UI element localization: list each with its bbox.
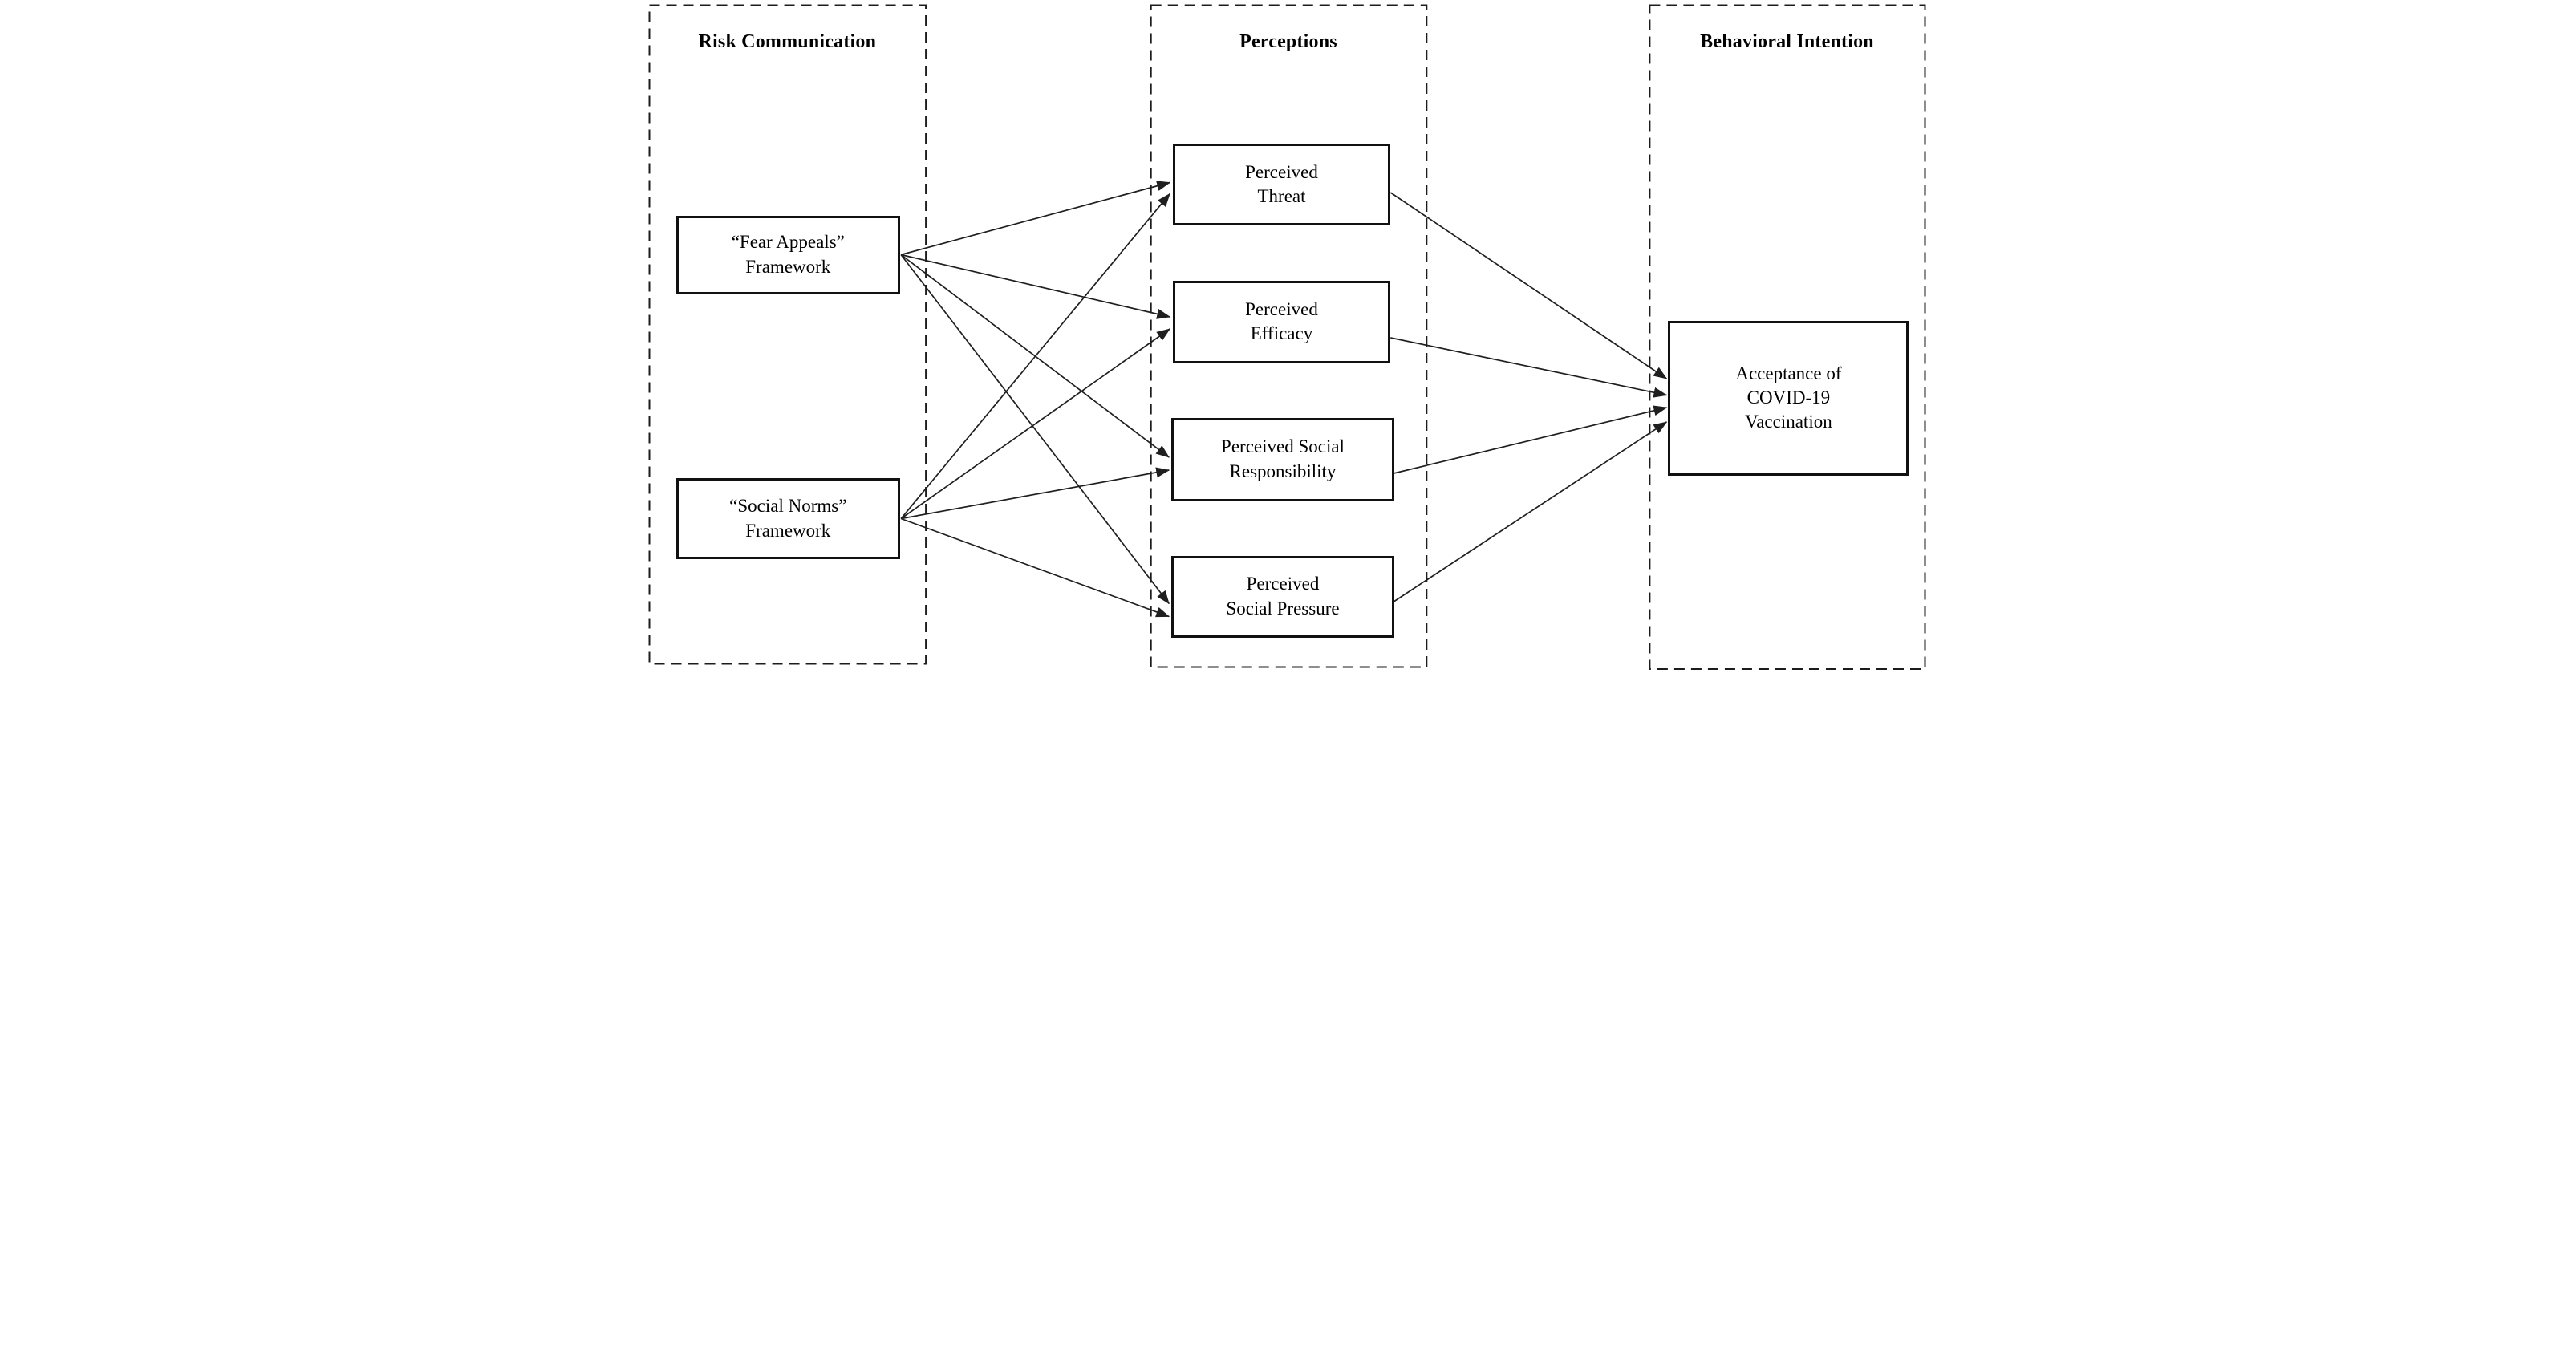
edge-social-norms--to--perceived-efficacy bbox=[900, 328, 1170, 520]
edge-fear-appeals--to--perceived-efficacy bbox=[900, 254, 1170, 319]
edge-social-norms--to--perceived-threat bbox=[899, 193, 1170, 520]
edge-perceived-efficacy--to--acceptance-covid19-vaccination bbox=[1389, 337, 1667, 398]
column-title-behavioral-intention: Behavioral Intention bbox=[1700, 31, 1874, 53]
edge-social-norms--to--perceived-social-responsibility bbox=[900, 467, 1170, 520]
node-label-line: Vaccination bbox=[1745, 412, 1832, 432]
edge-perceived-threat--to--acceptance-covid19-vaccination bbox=[1389, 192, 1667, 379]
node-social-norms: “Social Norms” Framework bbox=[676, 477, 900, 560]
node-fear-appeals: “Fear Appeals” Framework bbox=[676, 215, 900, 294]
node-label-line: Efficacy bbox=[1250, 323, 1313, 344]
column-title-risk-communication: Risk Communication bbox=[698, 31, 877, 53]
node-label-line: Perceived Social bbox=[1221, 436, 1345, 457]
edge-social-norms--to--perceived-social-pressure bbox=[900, 517, 1170, 618]
edge-perceived-social-responsibility--to--acceptance-covid19-vaccination bbox=[1393, 405, 1667, 474]
edge-fear-appeals--to--perceived-threat bbox=[900, 181, 1170, 256]
node-label-line: “Social Norms” bbox=[729, 496, 847, 517]
column-outline-perceptions bbox=[1150, 4, 1427, 668]
conceptual-model-diagram: Risk Communication Perceptions Behaviora… bbox=[643, 0, 1933, 684]
node-label-line: Acceptance of bbox=[1735, 363, 1842, 383]
node-label-line: Threat bbox=[1257, 186, 1306, 206]
node-label-line: Responsibility bbox=[1229, 460, 1337, 481]
edges-layer bbox=[648, 4, 1925, 670]
node-label-line: Perceived bbox=[1245, 161, 1318, 182]
node-label-line: COVID-19 bbox=[1746, 387, 1831, 408]
node-label-line: Framework bbox=[745, 520, 831, 541]
column-title-perceptions: Perceptions bbox=[1239, 31, 1337, 53]
node-label-line: “Fear Appeals” bbox=[731, 232, 845, 253]
node-label-line: Framework bbox=[745, 256, 831, 277]
edge-fear-appeals--to--perceived-social-pressure bbox=[899, 254, 1170, 605]
node-label-line: Perceived bbox=[1245, 298, 1318, 319]
column-outline-behavioral-intention bbox=[1648, 4, 1925, 670]
edge-perceived-social-pressure--to--acceptance-covid19-vaccination bbox=[1393, 421, 1667, 602]
node-label-line: Perceived bbox=[1246, 574, 1320, 594]
node-label-line: Social Pressure bbox=[1226, 598, 1340, 619]
column-outline-risk-communication bbox=[648, 4, 927, 665]
